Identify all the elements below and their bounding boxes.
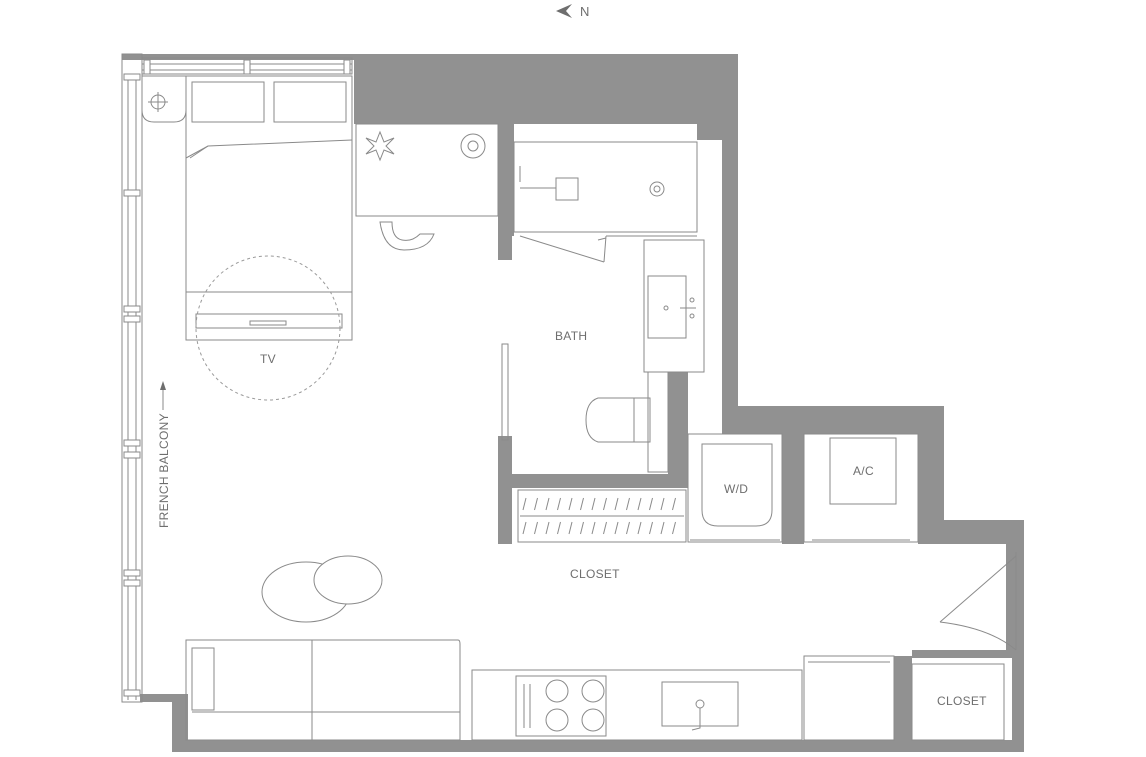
sofa [185, 639, 461, 741]
hanger [649, 497, 653, 535]
cooktop [515, 675, 607, 737]
hanger [660, 497, 665, 535]
north-label: N [580, 4, 590, 19]
hanger [591, 497, 596, 535]
bath-sliding-door [501, 343, 509, 441]
bath-label: BATH [555, 329, 587, 343]
entry-door [939, 552, 1017, 651]
balcony-arrow-icon [160, 381, 166, 410]
ottomans [261, 555, 383, 623]
refrigerator [803, 655, 895, 741]
toilet [585, 371, 669, 473]
washer-dryer-label: W/D [724, 482, 748, 496]
north-arrow-icon [556, 4, 572, 18]
clothes-hangers [522, 497, 676, 535]
hanger [614, 497, 619, 535]
bath-door-swing [519, 235, 607, 263]
washer-dryer [687, 433, 783, 543]
plant-icon [365, 130, 395, 162]
closet-hanging-rod [517, 489, 687, 543]
bathtub-shower [513, 141, 698, 237]
tv-label: TV [260, 352, 276, 366]
desk [355, 123, 499, 217]
entry-closet [911, 663, 1005, 741]
desk-chair [379, 221, 435, 251]
hanger [568, 497, 573, 535]
hanger [603, 497, 607, 535]
hanger [522, 497, 527, 535]
desk-lamp-icon [460, 133, 486, 159]
hanger [637, 497, 642, 535]
hanger [626, 497, 630, 535]
hanger [557, 497, 561, 535]
kitchen-counter [471, 669, 803, 741]
bed [185, 75, 353, 341]
ac-unit [803, 433, 919, 543]
nightstand [141, 75, 187, 123]
lamp-icon [148, 92, 168, 112]
closet-main-label: CLOSET [570, 567, 620, 581]
kitchen-sink [661, 681, 739, 731]
hanger [672, 497, 676, 535]
hanger [545, 497, 550, 535]
ac-label: A/C [853, 464, 874, 478]
hanger [534, 497, 538, 535]
hanger [580, 497, 584, 535]
french-balcony-glazing [121, 53, 353, 703]
closet-entry-label: CLOSET [937, 694, 987, 708]
french-balcony-label: FRENCH BALCONY [157, 413, 171, 528]
tv-swing-radius [195, 255, 341, 401]
vanity-sink [643, 239, 705, 373]
